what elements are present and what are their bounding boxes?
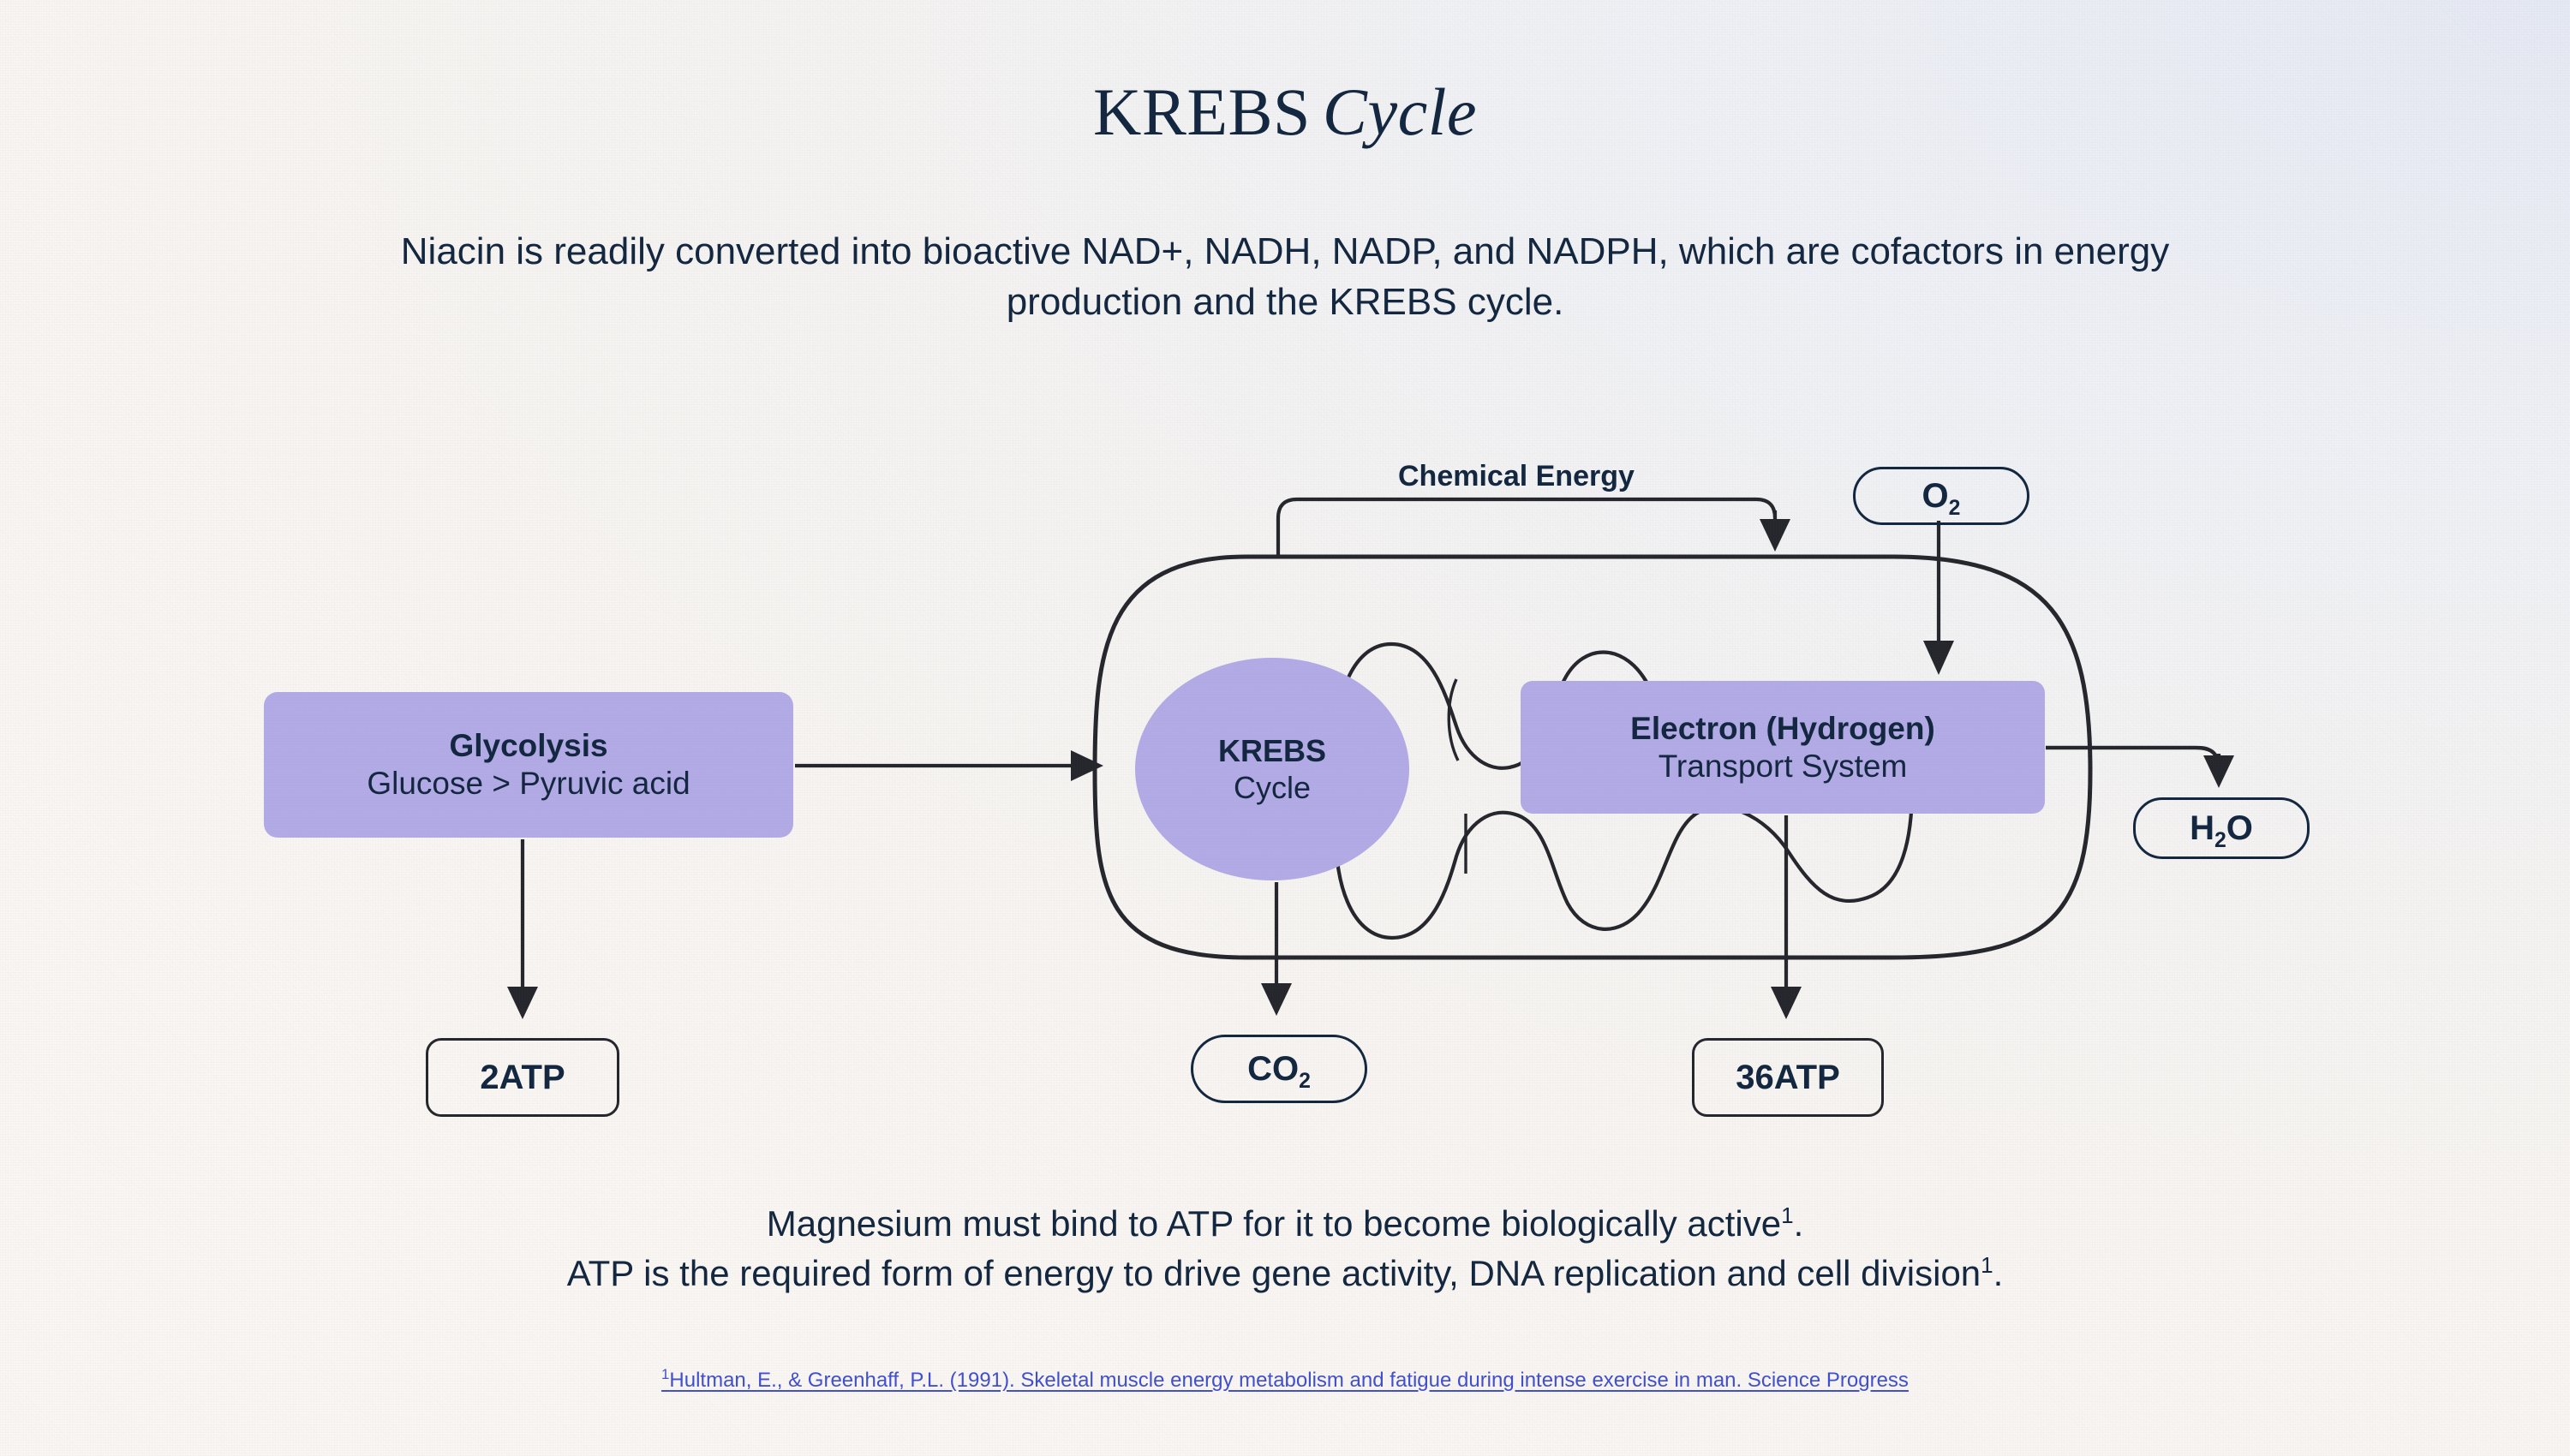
page-title-italic: Cycle [1322,75,1477,149]
output-co2-label: CO2 [1247,1050,1311,1093]
page-title-main: KREBS [1093,75,1311,149]
footer-line-1: Magnesium must bind to ATP for it to bec… [766,1202,1804,1244]
output-h2o-pill[interactable]: H2O [2133,797,2310,859]
output-co2-pill[interactable]: CO2 [1191,1035,1367,1103]
input-o2-label: O2 [1922,477,1961,520]
glycolysis-title: Glycolysis [449,728,608,764]
glycolysis-subtitle: Glucose > Pyruvic acid [367,766,690,801]
chemical-energy-label: Chemical Energy [1398,460,1635,492]
electron-transport-title: Electron (Hydrogen) [1630,710,1935,746]
cristae-detail-upper [1447,678,1460,761]
input-o2-pill[interactable]: O2 [1853,467,2029,525]
footer-notes: Magnesium must bind to ATP for it to bec… [300,1199,2270,1298]
glycolysis-box[interactable]: Glycolysis Glucose > Pyruvic acid [264,692,793,838]
page-subtitle: Niacin is readily converted into bioacti… [400,230,2170,323]
electron-transport-box[interactable]: Electron (Hydrogen) Transport System [1521,681,2045,814]
footer-line-2: ATP is the required form of energy to dr… [566,1251,2004,1293]
output-h2o-label: H2O [2190,809,2253,852]
arrow-ets-to-h2o [2046,745,2221,772]
output-2atp-label: 2ATP [480,1059,565,1096]
chemical-energy-bracket [1276,497,1778,555]
citation-link[interactable]: 1Hultman, E., & Greenhaff, P.L. (1991). … [661,1366,1909,1392]
electron-transport-subtitle: Transport System [1658,748,1908,784]
mitochondrion-outer-membrane [1092,554,2093,960]
output-36atp-pill[interactable]: 36ATP [1692,1038,1884,1117]
output-2atp-pill[interactable]: 2ATP [426,1038,619,1117]
output-36atp-label: 36ATP [1736,1059,1840,1096]
krebs-cycle-ellipse[interactable] [1135,658,1409,880]
